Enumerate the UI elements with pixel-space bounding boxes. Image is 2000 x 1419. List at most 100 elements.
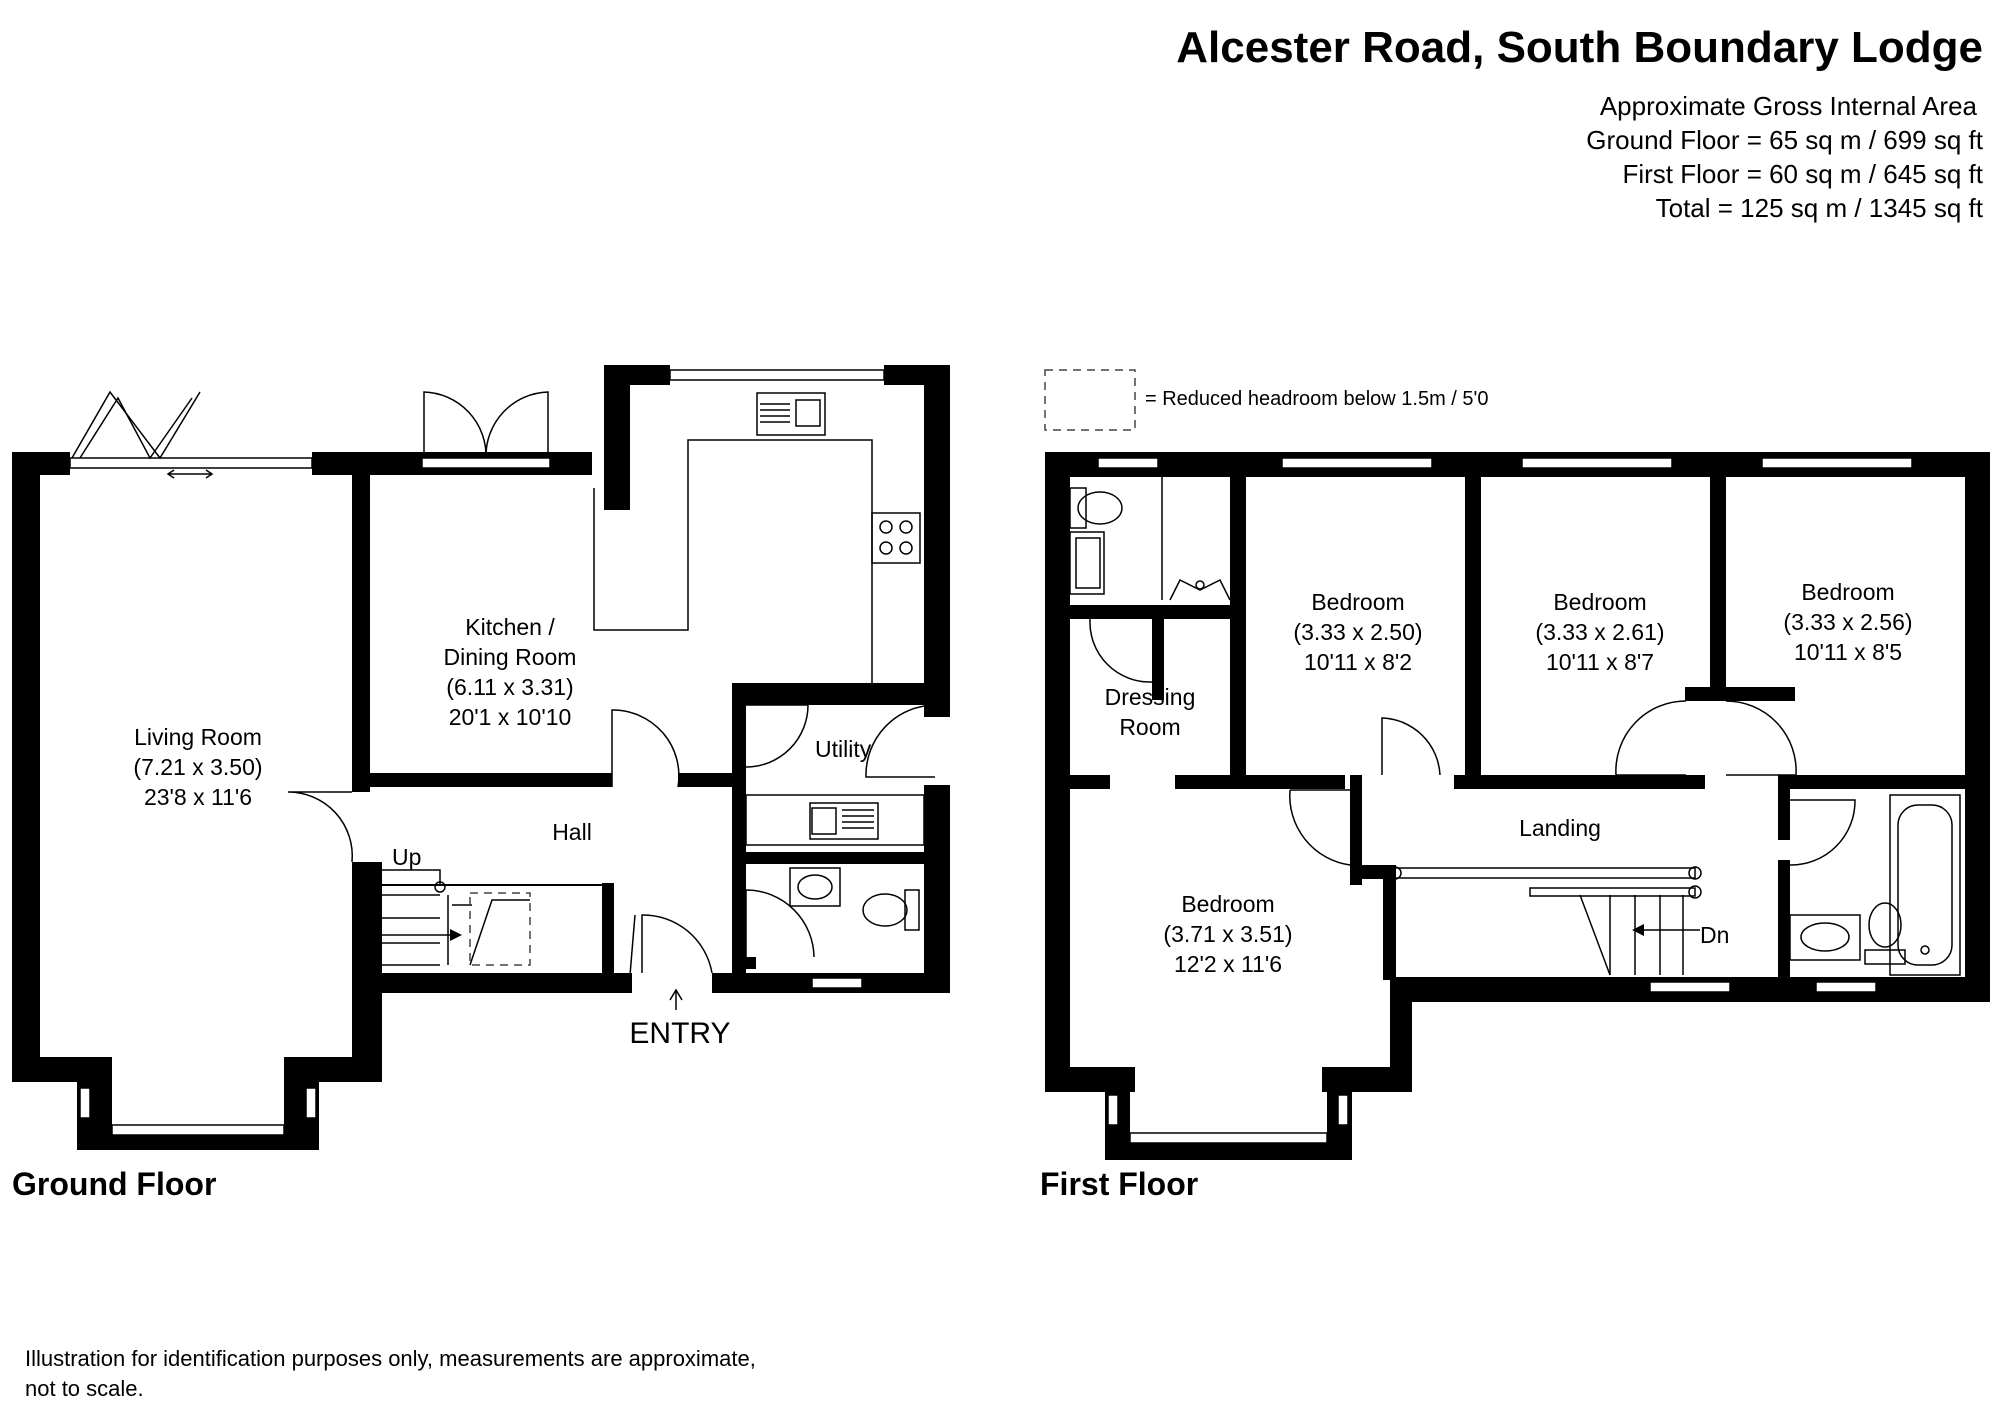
wall bbox=[1710, 477, 1726, 687]
slide-arrow bbox=[166, 469, 175, 479]
living-room-door bbox=[287, 791, 354, 863]
living-room-label: Living Room bbox=[134, 724, 262, 750]
bathroom-basin bbox=[1789, 914, 1861, 961]
kitchen-label: Kitchen / bbox=[465, 614, 555, 640]
kitchen-door bbox=[611, 709, 680, 788]
reduced-headroom-legend-box bbox=[1044, 369, 1136, 431]
bedroom-2-metric: (3.33 x 2.61) bbox=[1535, 619, 1664, 645]
bedroom-2-imperial: 10'11 x 8'7 bbox=[1546, 649, 1654, 675]
dressing-room-label: Dressing bbox=[1105, 684, 1196, 710]
bathroom-toilet bbox=[1868, 902, 1902, 948]
wall bbox=[1230, 477, 1246, 782]
ground-floor-label: Ground Floor bbox=[12, 1166, 216, 1202]
window bbox=[1281, 457, 1433, 469]
window bbox=[1761, 457, 1913, 469]
wc-door bbox=[745, 889, 815, 958]
bedroom-1-door bbox=[1381, 717, 1441, 776]
bedroom-2-label: Bedroom bbox=[1553, 589, 1646, 615]
window bbox=[1107, 1094, 1119, 1126]
landing-label: Landing bbox=[1519, 815, 1601, 841]
wall bbox=[1105, 1140, 1352, 1160]
living-room-imperial: 23'8 x 11'6 bbox=[144, 784, 252, 810]
bifold-door bbox=[71, 390, 201, 460]
wall bbox=[604, 365, 670, 385]
dressing-room-door bbox=[1089, 618, 1153, 683]
window bbox=[1649, 981, 1731, 993]
window bbox=[1815, 981, 1877, 993]
wall bbox=[1383, 865, 1396, 980]
window bbox=[1129, 1132, 1328, 1144]
entry-door bbox=[641, 914, 713, 974]
basin bbox=[1069, 531, 1105, 595]
wall bbox=[924, 785, 950, 993]
reduced-headroom-area bbox=[469, 892, 531, 966]
wall bbox=[678, 773, 740, 787]
hall-label: Hall bbox=[552, 819, 592, 845]
wall bbox=[1350, 775, 1362, 885]
utility-door bbox=[745, 704, 809, 768]
utility-sink bbox=[809, 802, 879, 840]
window bbox=[1337, 1094, 1349, 1126]
property-title: Alcester Road, South Boundary Lodge bbox=[1176, 23, 1983, 72]
dressing-room-label-line2: Room bbox=[1119, 714, 1180, 740]
wall bbox=[732, 683, 746, 993]
ground-floor-area: Ground Floor = 65 sq m / 699 sq ft bbox=[1586, 125, 1983, 155]
bedroom-4-metric: (3.71 x 3.51) bbox=[1163, 921, 1292, 947]
wall bbox=[1778, 775, 1990, 789]
bedroom-4-imperial: 12'2 x 11'6 bbox=[1174, 951, 1282, 977]
wall bbox=[370, 773, 612, 787]
utility-worktop bbox=[745, 794, 925, 846]
french-door bbox=[485, 391, 549, 459]
wall bbox=[12, 452, 40, 1057]
wall bbox=[1152, 605, 1246, 619]
french-door bbox=[423, 391, 487, 459]
wall bbox=[1778, 860, 1790, 980]
utility-label: Utility bbox=[815, 736, 872, 762]
wall bbox=[924, 365, 950, 705]
wall bbox=[1685, 687, 1795, 701]
wall bbox=[1070, 775, 1110, 789]
shower-head bbox=[1195, 580, 1205, 590]
slide-arrow bbox=[205, 469, 214, 479]
bedroom-3-door bbox=[1725, 700, 1797, 776]
french-door-frame bbox=[421, 457, 551, 469]
window bbox=[669, 369, 885, 381]
stairs-down-label: Dn bbox=[1700, 922, 1729, 948]
disclaimer-line-2: not to scale. bbox=[25, 1376, 144, 1401]
hob bbox=[871, 512, 921, 564]
entry-label: ENTRY bbox=[629, 1017, 730, 1050]
wall bbox=[312, 452, 422, 475]
bedroom-3-metric: (3.33 x 2.56) bbox=[1783, 609, 1912, 635]
wall bbox=[732, 852, 950, 864]
bathroom-door bbox=[1789, 799, 1856, 866]
wall bbox=[1045, 452, 1070, 1092]
first-floor-label: First Floor bbox=[1040, 1166, 1198, 1202]
window bbox=[1097, 457, 1159, 469]
reduced-headroom-legend: = Reduced headroom below 1.5m / 5'0 bbox=[1145, 388, 1488, 410]
kitchen-units bbox=[593, 439, 873, 683]
area-heading: Approximate Gross Internal Area bbox=[1600, 91, 1978, 121]
ground-floor-plan bbox=[12, 365, 950, 1150]
wall bbox=[604, 365, 630, 510]
first-floor-area: First Floor = 60 sq m / 645 sq ft bbox=[1622, 159, 1983, 189]
toilet bbox=[1077, 491, 1123, 525]
bedroom-1-metric: (3.33 x 2.50) bbox=[1293, 619, 1422, 645]
bathtub bbox=[1889, 794, 1961, 976]
bedroom-1-imperial: 10'11 x 8'2 bbox=[1304, 649, 1412, 675]
stair-rail bbox=[1529, 887, 1696, 897]
wall bbox=[1390, 977, 1412, 1092]
wc-basin bbox=[789, 867, 841, 907]
wall bbox=[1465, 775, 1705, 789]
window bbox=[305, 1087, 317, 1119]
wall bbox=[1778, 775, 1790, 840]
first-floor-plan bbox=[1044, 369, 1990, 1160]
window bbox=[111, 1124, 285, 1136]
kitchen-imperial: 20'1 x 10'10 bbox=[449, 704, 572, 730]
wall bbox=[1965, 452, 1990, 1000]
wall bbox=[1070, 605, 1160, 619]
disclaimer-line-1: Illustration for identification purposes… bbox=[25, 1346, 756, 1371]
bifold-door bbox=[79, 396, 193, 460]
kitchen-sink bbox=[756, 392, 826, 436]
bathroom-toilet-cistern bbox=[1864, 949, 1906, 965]
